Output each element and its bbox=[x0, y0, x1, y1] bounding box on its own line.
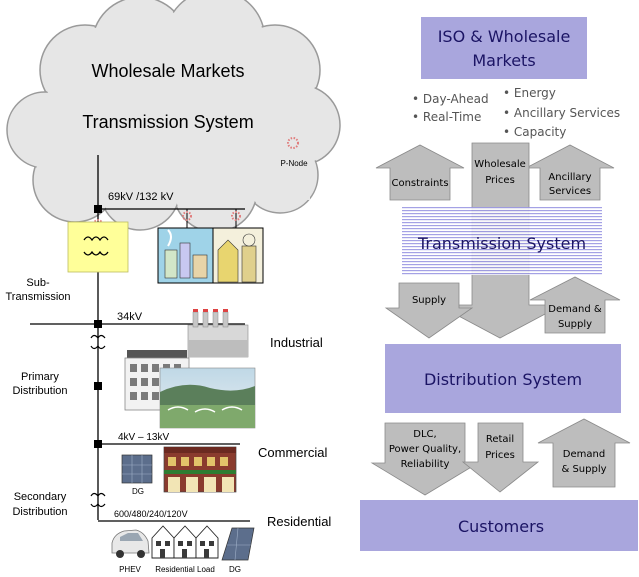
distribution-system-box bbox=[385, 344, 621, 413]
car-icon bbox=[111, 529, 150, 558]
label-residential: Residential bbox=[267, 514, 331, 529]
bullet-energy: • Energy bbox=[503, 86, 556, 100]
demand-label-1: Demand bbox=[563, 449, 605, 460]
distribution-system-label: Distribution System bbox=[424, 370, 582, 389]
factory-icon bbox=[187, 309, 249, 358]
bus-node-1 bbox=[94, 205, 102, 213]
wholesale-label-2: Prices bbox=[485, 175, 515, 186]
voltage-34kv: 34kV bbox=[117, 311, 143, 323]
label-dg-2: DG bbox=[229, 565, 241, 574]
pnode-icon bbox=[287, 137, 299, 149]
wholesale-label-1: Wholesale bbox=[474, 159, 526, 170]
retail-prices-arrow bbox=[461, 422, 540, 493]
solar-panel-icon-2 bbox=[221, 527, 255, 561]
label-sub-transmission-1: Sub- bbox=[26, 277, 50, 289]
constraints-label: Constraints bbox=[391, 178, 448, 189]
customers-box bbox=[360, 500, 638, 551]
retail-label-2: Prices bbox=[485, 450, 515, 461]
label-commercial: Commercial bbox=[258, 445, 327, 460]
constraints-arrow bbox=[375, 144, 465, 201]
iso-markets-box bbox=[421, 17, 587, 79]
power-plant-icon bbox=[157, 227, 264, 284]
supply-arrow bbox=[384, 282, 474, 339]
pnode-dot-2 bbox=[231, 211, 241, 221]
label-primary-1: Primary bbox=[21, 371, 59, 383]
houses-icon bbox=[151, 525, 219, 559]
bus-node-3 bbox=[94, 382, 102, 390]
bullet-capacity: • Capacity bbox=[503, 125, 566, 139]
label-phev: PHEV bbox=[119, 565, 141, 574]
ancillary-label-2: Services bbox=[549, 186, 591, 197]
bus-node-4 bbox=[94, 440, 102, 448]
cloud-title-transmission: Transmission System bbox=[82, 112, 253, 132]
bus-node-2 bbox=[94, 320, 102, 328]
supply-label: Supply bbox=[412, 295, 446, 306]
dlc-arrow bbox=[370, 422, 480, 496]
cloud bbox=[6, 0, 341, 233]
demand-supply-label-1: Demand & bbox=[548, 304, 602, 315]
iso-markets-title-1: ISO & Wholesale bbox=[438, 27, 571, 46]
demand-supply-arrow bbox=[529, 276, 621, 334]
dlc-label-3: Reliability bbox=[401, 459, 450, 470]
irrigation-field-icon bbox=[159, 367, 256, 429]
demand-supply-label-2: Supply bbox=[558, 319, 592, 330]
label-residential-load: Residential Load bbox=[155, 565, 215, 574]
cloud-title-markets: Wholesale Markets bbox=[91, 61, 244, 81]
retail-label-1: Retail bbox=[486, 434, 514, 445]
voltage-4-13kv: 4kV – 13kV bbox=[118, 432, 169, 443]
dlc-label-1: DLC, bbox=[413, 429, 436, 440]
pnode-dot-1 bbox=[182, 211, 192, 221]
iso-markets-title-2: Markets bbox=[472, 51, 535, 70]
label-secondary-1: Secondary bbox=[14, 491, 67, 503]
coil-icon-2 bbox=[90, 492, 106, 508]
label-secondary-2: Distribution bbox=[12, 506, 67, 518]
label-industrial: Industrial bbox=[270, 335, 323, 350]
ancillary-label-1: Ancillary bbox=[548, 172, 591, 183]
label-sub-transmission-2: Transmission bbox=[6, 291, 71, 303]
dlc-label-2: Power Quality, bbox=[389, 444, 461, 455]
voltage-transmission: 69kV /132 kV bbox=[108, 191, 174, 203]
transmission-system-band bbox=[402, 207, 602, 275]
demand-label-2: & Supply bbox=[561, 464, 606, 475]
pnode-label: P-Node bbox=[280, 159, 308, 168]
voltage-600v: 600/480/240/120V bbox=[114, 509, 188, 519]
coil-icon-1 bbox=[90, 334, 106, 350]
bullet-day-ahead: • Day-Ahead bbox=[412, 92, 489, 106]
solar-panel-icon bbox=[121, 454, 153, 484]
bullet-real-time: • Real-Time bbox=[412, 110, 481, 124]
storefront-icon bbox=[163, 446, 237, 493]
label-dg: DG bbox=[132, 487, 144, 496]
transmission-system-label: Transmission System bbox=[417, 234, 586, 253]
label-primary-2: Distribution bbox=[12, 385, 67, 397]
demand-supply-arrow-2 bbox=[537, 418, 631, 488]
bullet-ancillary: • Ancillary Services bbox=[503, 106, 620, 120]
ancillary-arrow bbox=[525, 144, 615, 201]
transformer-icon bbox=[67, 221, 129, 273]
customers-label: Customers bbox=[458, 517, 544, 536]
